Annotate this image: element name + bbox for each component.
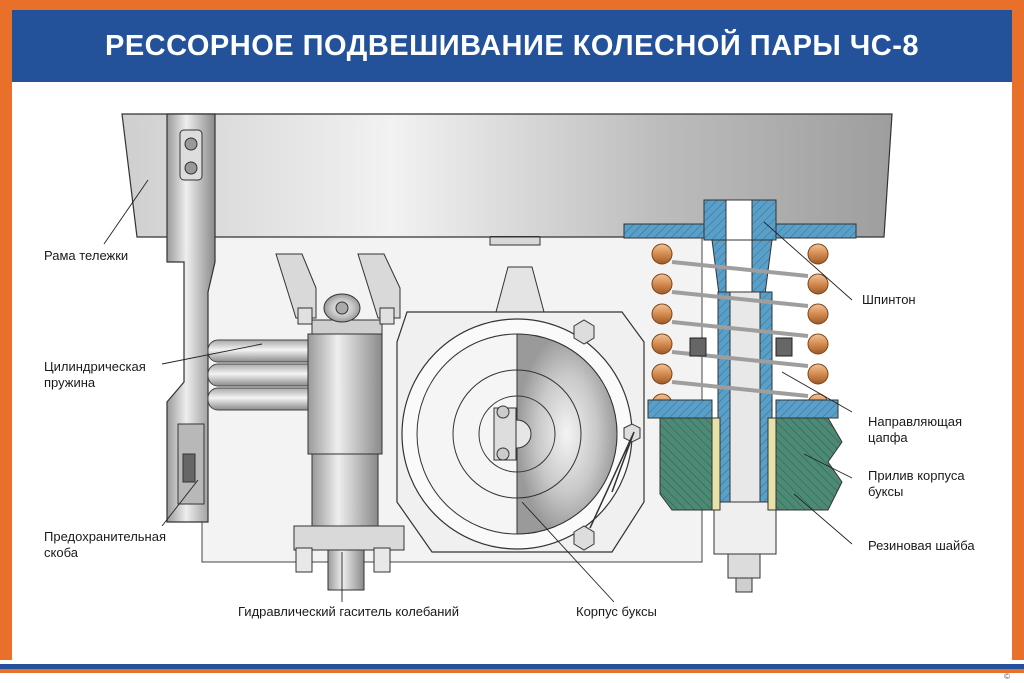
label-spring-line2: пружина <box>44 375 96 390</box>
leader-lines <box>103 179 853 603</box>
label-frame: Рама тележки <box>44 248 129 263</box>
bottom-blue-line <box>0 664 1024 669</box>
left-border <box>0 10 12 670</box>
top-accent-stripe <box>0 0 1024 10</box>
page-title: РЕССОРНОЕ ПОДВЕШИВАНИЕ КОЛЕСНОЙ ПАРЫ ЧС-… <box>105 29 919 62</box>
label-axlebox: Корпус буксы <box>576 604 657 619</box>
label-boss-line1: Прилив корпуса <box>868 468 965 483</box>
label-damper: Гидравлический гаситель колебаний <box>238 604 459 619</box>
label-spring-line1: Цилиндрическая <box>44 359 146 374</box>
right-border <box>1012 10 1024 670</box>
label-boss-line2: буксы <box>868 484 904 499</box>
label-guide-line1: Направляющая <box>868 414 963 429</box>
label-washer: Резиновая шайба <box>868 538 975 553</box>
bottom-orange-line <box>0 669 1024 673</box>
label-pin: Шпинтон <box>862 292 916 307</box>
bogie-frame-beam <box>121 113 893 238</box>
hydraulic-damper <box>293 293 405 591</box>
title-bar: РЕССОРНОЕ ПОДВЕШИВАНИЕ КОЛЕСНОЙ ПАРЫ ЧС-… <box>12 10 1012 82</box>
publisher-logo: © <box>1004 672 1010 681</box>
axlebox-boss <box>647 399 843 511</box>
safety-bracket <box>166 113 216 523</box>
diagram-canvas: Рама тележки Цилиндрическая пружина Пред… <box>12 82 1012 660</box>
label-guide-line2: цапфа <box>868 430 908 445</box>
label-bracket-line1: Предохранительная <box>44 529 167 544</box>
label-bracket-line2: скоба <box>44 545 78 560</box>
cylindrical-spring <box>207 339 339 411</box>
axlebox-housing <box>396 266 645 553</box>
suspension-diagram <box>103 113 893 603</box>
